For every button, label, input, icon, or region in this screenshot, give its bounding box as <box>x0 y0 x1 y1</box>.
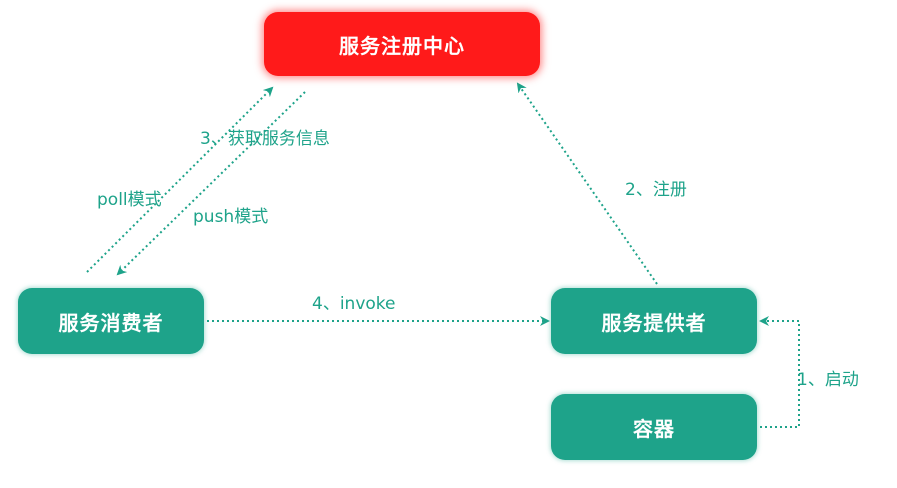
service-registry-node: 服务注册中心 <box>264 12 540 76</box>
service-consumer-node: 服务消费者 <box>18 288 204 354</box>
register-arrow <box>516 82 658 285</box>
fetch-info-label: 3、获取服务信息 <box>200 129 330 149</box>
service-provider-node: 服务提供者 <box>551 288 757 354</box>
container-label: 容器 <box>633 416 675 441</box>
register-label: 2、注册 <box>625 180 687 200</box>
start-label: 1、启动 <box>797 370 859 390</box>
service-registry-label: 服务注册中心 <box>339 33 465 58</box>
push-arrow <box>116 91 306 276</box>
push-mode-label: push模式 <box>193 207 269 227</box>
invoke-label: 4、invoke <box>312 294 396 314</box>
start-arrow <box>759 316 800 428</box>
service-consumer-label: 服务消费者 <box>58 310 164 335</box>
container-node: 容器 <box>551 394 757 460</box>
service-provider-label: 服务提供者 <box>601 310 707 335</box>
poll-mode-label: poll模式 <box>97 190 162 210</box>
poll-arrow <box>86 86 274 273</box>
